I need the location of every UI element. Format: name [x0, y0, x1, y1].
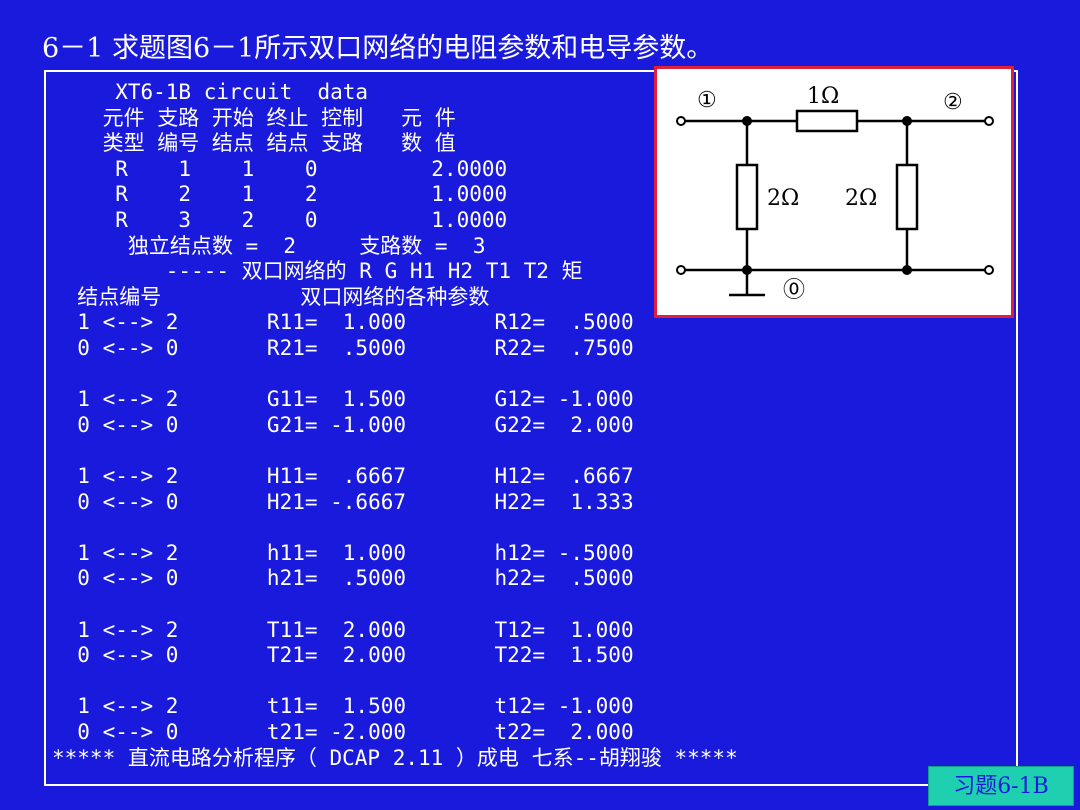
console-line: ----- 双口网络的 R G H1 H2 T1 T2 矩 [52, 259, 583, 284]
console-line: 1 <--> 2 R11= 1.000 R12= .5000 [52, 310, 634, 335]
terminal-1p [676, 265, 686, 275]
console-line: 独立结点数 = 2 支路数 = 3 [52, 233, 486, 258]
console-line: R 1 1 0 2.0000 [52, 156, 508, 181]
node-2-label: ② [943, 90, 963, 115]
terminal-2p [984, 265, 994, 275]
resistor-left [735, 163, 759, 231]
console-line: 0 <--> 0 H21= -.6667 H22= 1.333 [52, 489, 634, 514]
resistor-series [795, 109, 859, 133]
console-line: 0 <--> 0 h21= .5000 h22= .5000 [52, 566, 634, 591]
r-right-label: 2Ω [845, 186, 877, 211]
console-line: 0 <--> 0 G21= -1.000 G22= 2.000 [52, 412, 634, 437]
console-line: 1 <--> 2 T11= 2.000 T12= 1.000 [52, 617, 634, 642]
node-1-label: ① [697, 88, 717, 113]
node-0-label: ⓪ [783, 278, 805, 303]
console-line: 0 <--> 0 R21= .5000 R22= .7500 [52, 336, 634, 360]
console-line: XT6-1B circuit data [52, 80, 369, 104]
r-series-label: 1Ω [807, 84, 839, 109]
exercise-tag: 习题6-1B [928, 766, 1074, 806]
circuit-diagram: ① ② ⓪ 1Ω 2Ω 2Ω [654, 66, 1014, 318]
terminal-2 [984, 116, 994, 126]
console-output: XT6-1B circuit data 元件 支路 开始 终止 控制 元 件 类… [44, 70, 1018, 786]
console-line: 0 <--> 0 T21= 2.000 T22= 1.500 [52, 643, 634, 668]
console-line: 1 <--> 2 H11= .6667 H12= .6667 [52, 464, 634, 488]
r-left-label: 2Ω [767, 186, 799, 211]
circuit-svg: ① ② ⓪ 1Ω 2Ω 2Ω [676, 84, 994, 303]
console-line: 1 <--> 2 h11= 1.000 h12= -.5000 [52, 540, 634, 565]
console-line: 类型 编号 结点 结点 支路 数 值 [52, 131, 456, 156]
console-line: 1 <--> 2 G11= 1.500 G12= -1.000 [52, 387, 634, 412]
console-line: 元件 支路 开始 终止 控制 元 件 [52, 105, 456, 130]
terminal-1 [676, 116, 686, 126]
console-line: R 3 2 0 1.0000 [52, 208, 508, 232]
resistor-right [895, 163, 919, 231]
problem-title: 6－1 求题图6－1所示双口网络的电阻参数和电导参数。 [42, 33, 714, 64]
console-line: 0 <--> 0 t21= -2.000 t22= 2.000 [52, 720, 634, 744]
console-line: 结点编号 双口网络的各种参数 [52, 284, 490, 309]
console-line: R 2 1 2 1.0000 [52, 182, 508, 207]
console-line: ***** 直流电路分析程序（ DCAP 2.11 ）成电 七系--胡翔骏 **… [52, 745, 738, 770]
console-line: 1 <--> 2 t11= 1.500 t12= -1.000 [52, 694, 634, 719]
